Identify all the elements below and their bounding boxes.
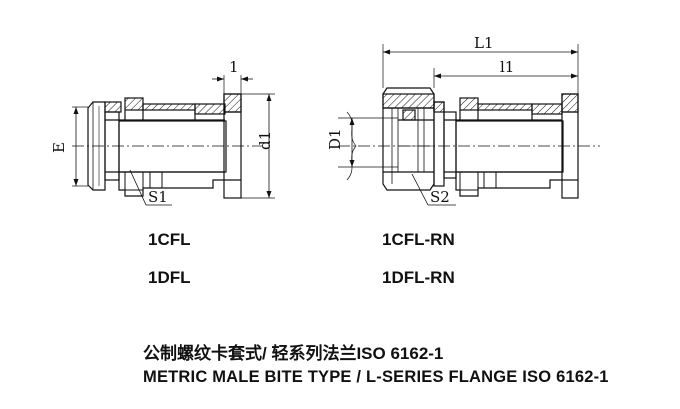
right-fitting-drawing <box>338 44 600 206</box>
leader-s1 <box>129 169 147 206</box>
label-d1-right: D1 <box>326 128 344 150</box>
label-l1-overall: L1 <box>474 34 494 52</box>
model-label-1cfl: 1CFL <box>148 230 191 249</box>
caption-chinese: 公制螺纹卡套式/ 轻系列法兰ISO 6162-1 <box>143 344 444 363</box>
caption-english: METRIC MALE BITE TYPE / L-SERIES FLANGE … <box>143 368 609 386</box>
left-fitting-drawing <box>72 75 275 206</box>
label-top-1: 1 <box>229 58 239 76</box>
label-s1: S1 <box>148 188 168 206</box>
leader-s2 <box>411 173 429 206</box>
model-label-1cfl-rn: 1CFL-RN <box>382 230 455 249</box>
label-s2: S2 <box>430 188 450 206</box>
label-d1: d1 <box>256 131 274 150</box>
label-e: E <box>50 142 68 153</box>
label-l1-inner: l1 <box>500 58 514 76</box>
model-label-1dfl: 1DFL <box>148 268 191 287</box>
model-label-1dfl-rn: 1DFL-RN <box>382 268 455 287</box>
